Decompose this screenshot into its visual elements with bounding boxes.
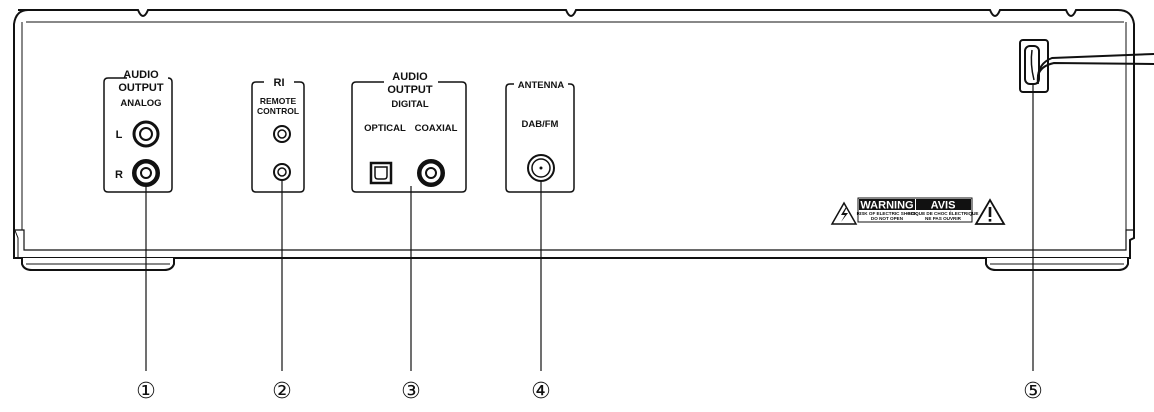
optical-label: OPTICAL [364,123,406,134]
analog-subtitle: ANALOG [120,98,161,109]
rca-jack-right[interactable] [132,159,160,187]
remote-jack-top[interactable] [273,125,291,143]
callouts: ① ② ③ ④ ⑤ [136,378,1043,403]
audio-output-analog-section: AUDIO OUTPUT ANALOG L R [103,69,173,193]
antenna-section: ANTENNA DAB/FM [505,80,575,193]
avis-text: AVIS [931,200,956,212]
callout-1: ① [136,378,156,403]
remote-control-section: RI REMOTE CONTROL [251,77,305,193]
warning-line2: DO NOT OPEN [871,216,904,221]
digital-title-line2: OUTPUT [387,84,433,96]
electric-shock-warning-icon [830,201,858,225]
warning-line1: RISK OF ELECTRIC SHOCK [857,211,918,216]
remote-label-line2: CONTROL [257,106,299,116]
warning-text: WARNING [860,200,913,212]
rca-jack-left[interactable] [132,120,160,148]
analog-title-line1: AUDIO [123,69,159,81]
power-cord [1019,39,1154,93]
callout-4: ④ [531,378,551,403]
analog-left-label: L [116,129,123,141]
analog-title-line2: OUTPUT [118,82,164,94]
chassis [13,9,1135,259]
foot-right [985,258,1129,271]
optical-port[interactable] [369,161,393,185]
leader-lines [145,84,1034,371]
callout-2: ② [272,378,292,403]
foot-left [21,258,175,271]
analog-right-label: R [115,169,123,181]
antenna-title: ANTENNA [518,80,565,91]
coaxial-jack[interactable] [417,159,445,187]
callout-3: ③ [401,378,421,403]
digital-subtitle: DIGITAL [391,99,428,110]
antenna-subtitle: DAB/FM [522,119,559,130]
remote-jack-bottom[interactable] [273,163,291,181]
coaxial-label: COAXIAL [415,123,458,134]
remote-label-line1: REMOTE [260,96,297,106]
warning-label: WARNING AVIS RISK OF ELECTRIC SHOCK DO N… [830,197,1006,225]
audio-output-digital-section: AUDIO OUTPUT DIGITAL OPTICAL COAXIAL [351,71,467,193]
digital-title-line1: AUDIO [392,71,428,83]
avis-line2: NE PAS OUVRIR [925,216,962,221]
avis-line1: RISQUE DE CHOC ÉLECTRIQUE [908,209,979,216]
antenna-connector[interactable] [527,154,555,182]
ri-logo: RI [274,77,285,89]
callout-5: ⑤ [1023,378,1043,403]
caution-exclamation-icon [974,198,1006,225]
